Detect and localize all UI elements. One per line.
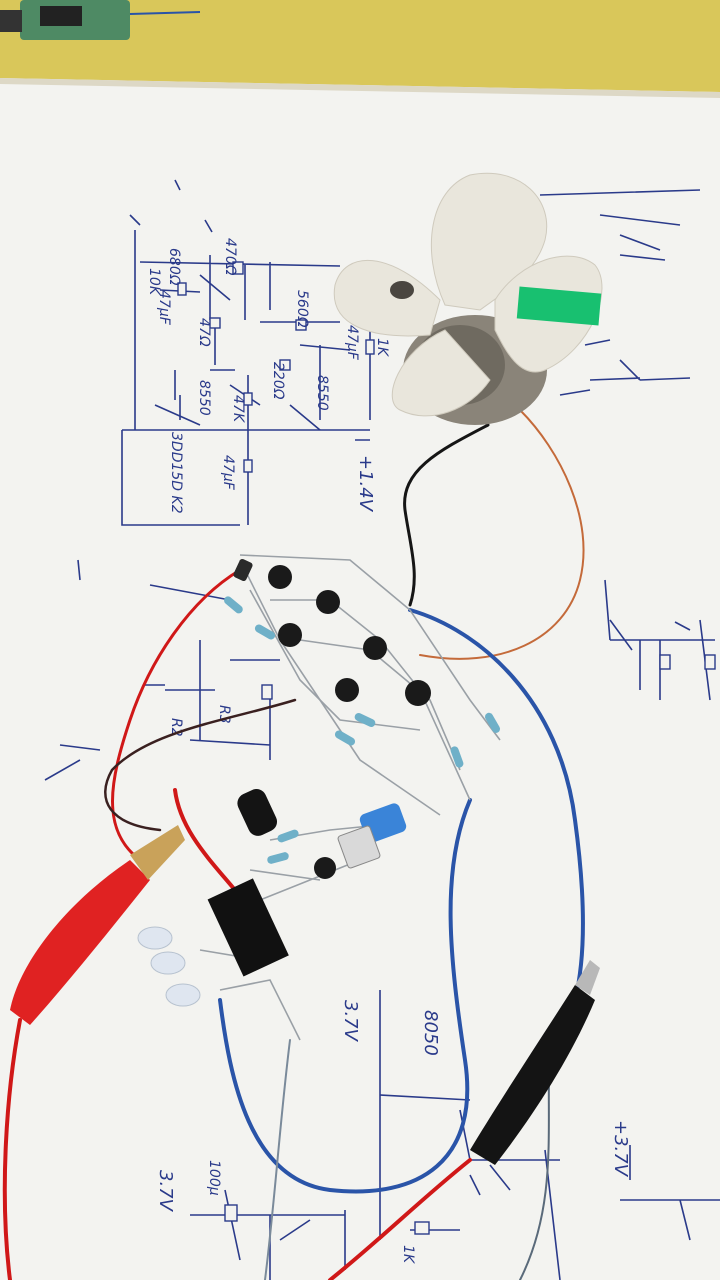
transistor-4 [363, 636, 387, 660]
fan-green-tape [516, 286, 602, 326]
red-wire-bottom [328, 1158, 472, 1280]
label-470: 470Ω [222, 238, 238, 276]
transistor-5 [335, 678, 359, 702]
label-680: 680Ω [166, 248, 182, 286]
label-220: 220Ω [270, 362, 286, 400]
pcb-board [0, 0, 201, 40]
wires [2, 409, 585, 1280]
transistors [233, 558, 431, 879]
fan-blade-left [333, 259, 441, 337]
label-10k: 10K [146, 268, 162, 297]
transistor-1 [268, 565, 292, 589]
label-1k-b: 1K [400, 1245, 416, 1265]
red-wire-clip [2, 1018, 22, 1280]
fan-hub-smudge [390, 281, 414, 299]
blue-wire-bottom [218, 798, 472, 1194]
transistor-7 [314, 857, 336, 879]
label-3-7v-b: 3.7V [155, 1170, 176, 1213]
black-wire-fan [403, 423, 490, 607]
capacitor [237, 789, 278, 836]
fan [333, 172, 603, 425]
transistor-6 [405, 680, 431, 706]
label-47uf-b: 47μF [344, 325, 360, 361]
red-wire-mid [173, 788, 237, 892]
label-3-7v-a: 3.7V [340, 1000, 361, 1043]
transistor-2 [316, 590, 340, 614]
label-1k: 1K [374, 338, 390, 358]
red-wire-top [111, 568, 242, 862]
transistor-3 [278, 623, 302, 647]
label-8050: 8050 [420, 1010, 441, 1056]
label-3dd15d: 3DD15D K2 [168, 432, 184, 514]
label-3-7v-c: +3.7V [610, 1120, 631, 1178]
ic-chip [207, 878, 289, 977]
label-100u: 100μ [206, 1160, 222, 1196]
label-47: 47Ω [196, 318, 212, 347]
leds [137, 926, 201, 1007]
blue-wire-right [408, 608, 585, 1002]
fan-blade-bottom [391, 329, 491, 417]
led-1 [137, 926, 173, 950]
label-8550-a: 8550 [196, 380, 212, 416]
gray-wire-mid [264, 1039, 291, 1280]
black-alligator-clip [470, 960, 600, 1165]
component-leads [199, 554, 501, 1041]
red-alligator-clip [10, 825, 185, 1025]
schematic-components [177, 261, 716, 1235]
paper-shadow [0, 78, 720, 98]
label-47k: 47K [230, 395, 246, 424]
resistors [224, 596, 500, 864]
led-2 [150, 951, 186, 975]
potentiometer [337, 803, 407, 869]
schematic-labels: 680Ω 10K 47μF 47Ω 8550 470Ω 560Ω 47μF 1K… [146, 238, 631, 1265]
label-47uf-a: 47μF [156, 290, 172, 326]
label-47uf-c: 47μF [220, 455, 236, 491]
paper-sheet [0, 78, 720, 1280]
led-3 [165, 983, 201, 1007]
label-560: 560Ω [294, 290, 310, 328]
label-8550-b: 8550 [314, 375, 330, 411]
dark-wire-left [104, 698, 297, 832]
label-1-4v: +1.4V [355, 455, 376, 513]
